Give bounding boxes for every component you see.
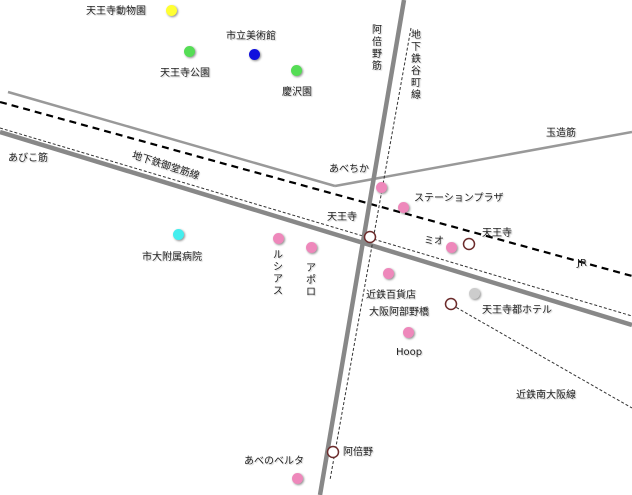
miyako-hotel-label: 天王寺都ホテル: [482, 305, 552, 316]
lucias-label: ルシアス: [273, 250, 283, 297]
miyako-hotel-pin[interactable]: [469, 288, 480, 299]
jr-line-label: JR: [577, 258, 587, 269]
apollo-pin[interactable]: [306, 242, 317, 253]
mio-pin[interactable]: [446, 242, 457, 253]
museum-label: 市立美術館: [226, 31, 276, 42]
hoop-pin[interactable]: [403, 327, 414, 338]
park-label: 天王寺公園: [160, 68, 210, 79]
keitakuen-label: 慶沢園: [282, 87, 312, 98]
station-plaza-pin[interactable]: [398, 202, 409, 213]
station-tennoji-jr-marker[interactable]: [462, 237, 476, 251]
station-tennoji-subway-label: 天王寺: [327, 212, 357, 223]
station-tennoji-subway-marker[interactable]: [363, 230, 377, 244]
keitakuen-pin[interactable]: [291, 65, 302, 76]
abechika-pin[interactable]: [376, 182, 387, 193]
kintetsu-line-label: 近鉄南大阪線: [516, 390, 576, 401]
station-abeno-marker[interactable]: [326, 445, 340, 459]
tamatsukuri-road: [7, 90, 336, 188]
kintetsu-dept-pin[interactable]: [383, 268, 394, 279]
abiko-road: [0, 129, 632, 328]
abeno-belta-label: あべのベルタ: [244, 456, 304, 467]
hospital-pin[interactable]: [173, 229, 184, 240]
abechika-label: あべちか: [329, 164, 369, 175]
kintetsu-line: [451, 304, 632, 409]
abeno-road: [317, 0, 407, 495]
station-tennoji-jr-label: 天王寺: [482, 228, 512, 239]
tanimachi-line-label: 地下鉄谷町線: [411, 30, 421, 101]
hospital-label: 市大附属病院: [142, 252, 202, 263]
mio-label: ミオ: [424, 236, 444, 247]
abeno-belta-pin[interactable]: [292, 473, 303, 484]
museum-pin[interactable]: [249, 49, 260, 60]
tamatsukuri-road-label: 玉造筋: [546, 128, 576, 139]
kintetsu-dept-label: 近鉄百貨店: [366, 290, 416, 301]
station-abenobashi-label: 大阪阿部野橋: [369, 307, 429, 318]
station-abenobashi-marker[interactable]: [444, 297, 458, 311]
hoop-label: Hoop: [396, 347, 423, 358]
zoo-label: 天王寺動物園: [86, 6, 146, 17]
station-abeno-label: 阿倍野: [343, 447, 373, 458]
lucias-pin[interactable]: [273, 233, 284, 244]
abiko-road-label: あびこ筋: [8, 153, 48, 164]
jr-line: [0, 100, 632, 278]
abeno-road-label: 阿倍野筋: [372, 25, 382, 72]
apollo-label: アポロ: [306, 263, 316, 298]
zoo-pin[interactable]: [166, 5, 177, 16]
station-plaza-label: ステーションプラザ: [414, 193, 504, 204]
tanimachi-subway-line: [329, 27, 412, 481]
park-pin[interactable]: [184, 46, 195, 57]
